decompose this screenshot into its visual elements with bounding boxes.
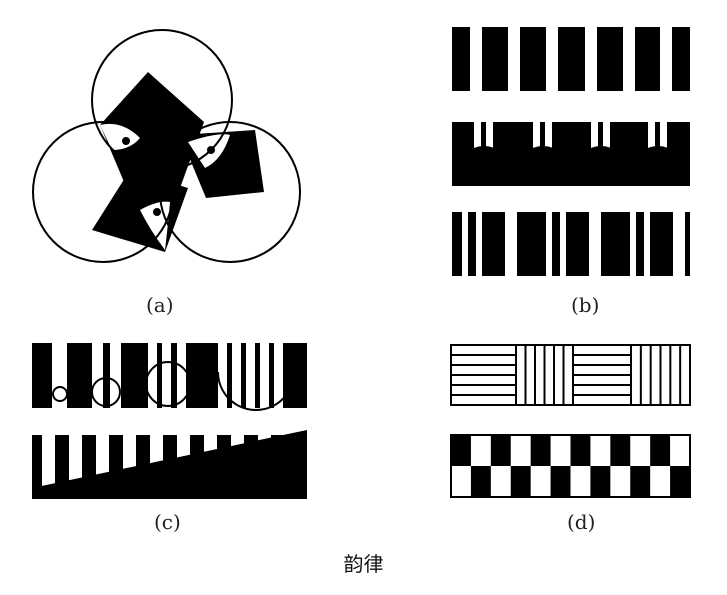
white-stripe (148, 343, 157, 408)
white-stripe (177, 343, 186, 408)
label-c: (c) (154, 510, 181, 534)
label-b: (b) (571, 293, 600, 317)
checker-block (451, 435, 471, 466)
dome-shape (577, 146, 625, 186)
white-stripe (644, 212, 650, 276)
white-stripe (623, 27, 635, 91)
white-stripe (591, 122, 598, 158)
panel-d-bars (450, 344, 691, 498)
white-stripe (470, 27, 482, 91)
rising-slope (32, 430, 307, 499)
white-stripe (533, 122, 540, 158)
eye-dot-right (207, 146, 215, 154)
checker-block (530, 435, 551, 466)
white-stripe (486, 122, 493, 158)
white-stripe (660, 27, 672, 91)
white-stripe (92, 343, 103, 408)
white-lens-left (100, 123, 140, 150)
white-stripe (505, 212, 517, 276)
checker-block (590, 466, 611, 497)
eye-dot-left (122, 137, 130, 145)
white-stripe (110, 343, 121, 408)
checker-block (650, 435, 671, 466)
white-stripe (560, 212, 566, 276)
white-stripe (648, 122, 655, 158)
white-stripe (476, 212, 482, 276)
growing-circle-1 (52, 386, 68, 402)
growing-arc-4 (217, 371, 295, 411)
checker-block (610, 435, 631, 466)
circle-top (91, 29, 233, 171)
white-stripe (545, 122, 552, 158)
stripe-bar-1 (452, 27, 690, 91)
label-d: (d) (567, 510, 596, 534)
white-stripe (673, 212, 685, 276)
checker-block (570, 435, 591, 466)
white-stripe (508, 27, 520, 91)
eye-dot-bottom (153, 208, 161, 216)
white-stripe (546, 212, 552, 276)
white-stripe (260, 343, 269, 408)
circle-right (159, 121, 301, 263)
checker-block (630, 466, 651, 497)
white-stripe (546, 27, 558, 91)
white-stripe (660, 122, 667, 158)
dome-shape (460, 146, 508, 186)
growing-circle-2 (91, 377, 121, 407)
white-stripe (589, 212, 601, 276)
white-stripe (585, 27, 597, 91)
white-stripe (630, 212, 636, 276)
dome-shape (519, 146, 567, 186)
checker-block (670, 466, 690, 497)
panel-c-bars (32, 343, 307, 499)
label-a: (a) (146, 293, 174, 317)
white-stripe (232, 343, 241, 408)
checker-block (510, 466, 531, 497)
white-stripe (42, 435, 55, 499)
panel-a-circles (32, 29, 301, 263)
white-stripe (162, 343, 171, 408)
figure-caption: 韵律 (343, 552, 384, 576)
panel-b-stripes (452, 27, 690, 276)
white-stripe (462, 212, 468, 276)
circle-left (32, 121, 174, 263)
growing-circle-3 (145, 361, 191, 407)
checker-block (470, 466, 491, 497)
white-stripe (218, 343, 227, 408)
checker-block (550, 466, 571, 497)
white-stripe (603, 122, 610, 158)
white-stripe (274, 343, 283, 408)
white-stripe (474, 122, 481, 158)
checker-block (490, 435, 511, 466)
white-stripe (52, 343, 67, 408)
stripe-bar-3 (452, 212, 690, 276)
dome-shape (634, 146, 682, 186)
white-stripe (246, 343, 255, 408)
